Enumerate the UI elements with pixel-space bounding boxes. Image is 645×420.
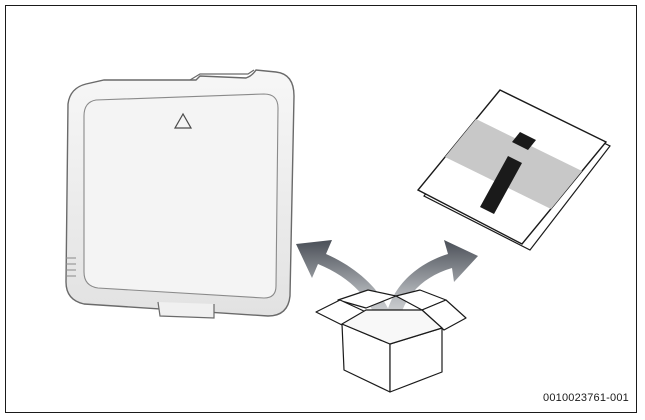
- shipping-box: [315, 289, 467, 393]
- left-curved-arrow: [296, 240, 396, 330]
- figure-id-label: 0010023761-001: [543, 392, 629, 404]
- right-curved-arrow: [384, 240, 478, 330]
- thermostat-device: [65, 69, 295, 319]
- triangle-icon: [173, 112, 193, 129]
- info-i-icon: [480, 132, 536, 214]
